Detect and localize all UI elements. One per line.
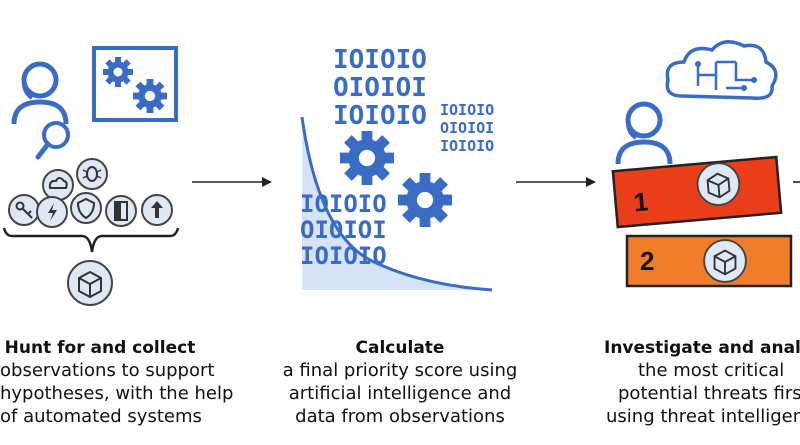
lightning-icon: [36, 196, 68, 228]
threat-card-2: 2: [625, 234, 793, 288]
bracket: [2, 227, 180, 253]
binary-small-row-1: IOIOIO: [440, 101, 494, 119]
key-icon: [8, 194, 40, 226]
step-line: using threat intelligence: [606, 406, 800, 427]
binary-small-row-3: IOIOIO: [440, 137, 494, 155]
threat-card-1: 1: [611, 155, 783, 229]
step-line: potential threats first: [618, 383, 800, 404]
shield-icon: [70, 192, 102, 224]
binary-large-row-1: IOIOIO: [333, 45, 427, 75]
cloud-icon: [42, 169, 74, 201]
binary-lower-row-1: IOIOIO: [300, 190, 387, 218]
step-calculate-caption: Calculate a final priority score using a…: [280, 337, 520, 428]
binary-large-row-2: OIOIOI: [333, 73, 427, 103]
arrow-2: [516, 177, 596, 187]
step-line: observations to support: [0, 360, 215, 381]
step-hunt-caption: Hunt for and collect observations to sup…: [0, 337, 234, 428]
step-title: Investigate and analyze: [604, 338, 800, 358]
door-icon: [105, 195, 137, 227]
analyst-icon: [14, 64, 66, 124]
ai-gear-small-icon: [398, 173, 452, 227]
step-title: Hunt for and collect: [4, 338, 196, 358]
analyst-icon: [618, 104, 670, 164]
step-line: artificial intelligence and: [288, 383, 512, 404]
binary-lower-row-2: OIOIOI: [300, 216, 387, 244]
score-curve-area: [302, 117, 492, 290]
calculate-graphic: IOIOIO OIOIOI IOIOIO IOIOIO OIOIOI IOIOI…: [300, 45, 494, 292]
bug-icon: [76, 158, 108, 190]
automation-gears-icon: [92, 46, 178, 122]
upload-icon: [141, 194, 173, 226]
ai-gear-large-icon: [340, 131, 394, 185]
step-investigate-caption: Investigate and analyze the most critica…: [598, 337, 800, 428]
binary-small-row-2: OIOIOI: [440, 119, 494, 137]
step-line: the most critical: [638, 360, 785, 381]
hunt-graphic: [2, 46, 180, 306]
collected-item-icon: [67, 260, 113, 306]
cloud-brain-icon: [665, 40, 778, 100]
investigate-graphic: 1 2: [611, 40, 800, 288]
magnifier-icon: [35, 121, 70, 160]
arrow-1: [192, 177, 272, 187]
binary-lower-row-3: IOIOIO: [300, 242, 387, 270]
step-line: data from observations: [295, 406, 505, 427]
threat-rank-2: 2: [640, 246, 654, 276]
step-title: Calculate: [355, 338, 445, 358]
threat-item-icon: [703, 239, 747, 283]
step-line: hypotheses, with the help: [0, 383, 234, 404]
observation-icons: [8, 158, 173, 228]
score-curve: [300, 116, 493, 292]
binary-large-row-3: IOIOIO: [333, 101, 427, 131]
threat-rank-1: 1: [632, 186, 649, 217]
step-line: a final priority score using: [282, 360, 518, 381]
step-line: of automated systems: [0, 406, 202, 427]
